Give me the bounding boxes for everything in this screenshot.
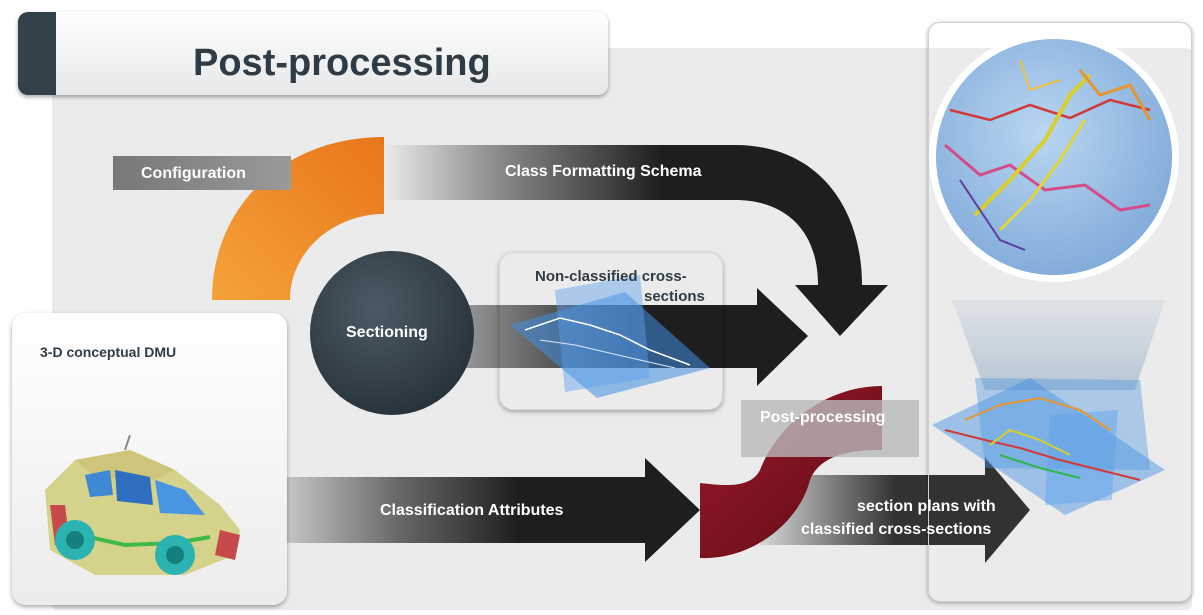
zoom-beam <box>952 300 1165 390</box>
page-title: Post-processing <box>193 42 491 84</box>
class-formatting-schema-label: Class Formatting Schema <box>505 163 702 180</box>
configuration-label: Configuration <box>141 165 246 182</box>
configuration-label-band <box>113 156 291 190</box>
non-classified-card-frame <box>499 252 723 410</box>
title-banner: Post-processing <box>18 12 608 95</box>
output-label-line2: classified cross-sections <box>801 521 992 538</box>
sectioning-node <box>310 251 474 415</box>
results-panel <box>928 22 1192 602</box>
car-image <box>45 435 240 575</box>
non-classified-label-line1: Non-classified cross- <box>535 268 687 285</box>
classification-attributes-label: Classification Attributes <box>380 502 564 519</box>
configuration-arc <box>212 137 384 300</box>
zoom-lens-image <box>929 32 1179 282</box>
output-label-line1: section plans with <box>857 498 996 515</box>
classified-sections-image <box>932 378 1165 515</box>
output-arrow <box>760 457 1030 563</box>
classification-arrow <box>245 458 700 562</box>
post-processing-step-label: Post-processing <box>760 409 886 426</box>
non-classified-label-line2: sections <box>644 288 705 305</box>
post-processing-label-band <box>741 400 919 457</box>
sectioning-label: Sectioning <box>346 324 428 341</box>
non-classified-image <box>510 275 710 398</box>
title-tab <box>18 12 56 95</box>
dmu-label: 3-D conceptual DMU <box>40 344 177 360</box>
class-formatting-arrow <box>385 145 888 336</box>
